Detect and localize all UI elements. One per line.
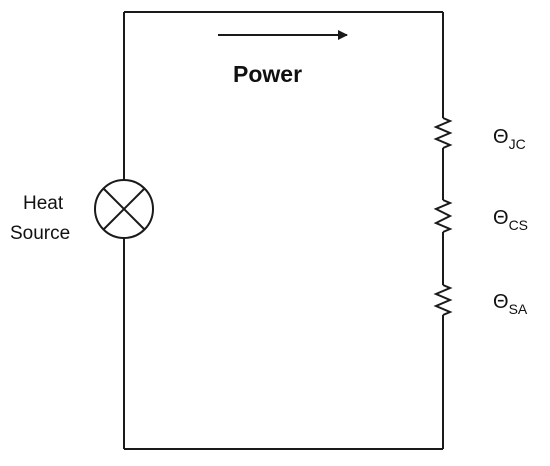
subscript-sa: SA	[509, 301, 528, 317]
resistor-cs	[433, 199, 453, 233]
power-label: Power	[233, 61, 302, 87]
theta-symbol: Θ	[493, 126, 509, 148]
resistor-label-sa: ΘSA	[493, 291, 528, 317]
heat-source-label-line1: Heat	[23, 193, 64, 214]
heat-source-label-line2: Source	[10, 223, 70, 244]
theta-symbol: Θ	[493, 207, 509, 229]
resistor-sa	[433, 284, 453, 316]
subscript-cs: CS	[509, 217, 528, 233]
resistor-label-jc: ΘJC	[493, 126, 526, 152]
theta-symbol: Θ	[493, 291, 509, 313]
resistor-jc	[433, 117, 453, 149]
heat-source-symbol	[94, 179, 154, 239]
subscript-jc: JC	[509, 136, 526, 152]
resistors	[433, 117, 453, 316]
resistor-label-cs: ΘCS	[493, 207, 528, 233]
circuit-wires	[123, 11, 444, 450]
